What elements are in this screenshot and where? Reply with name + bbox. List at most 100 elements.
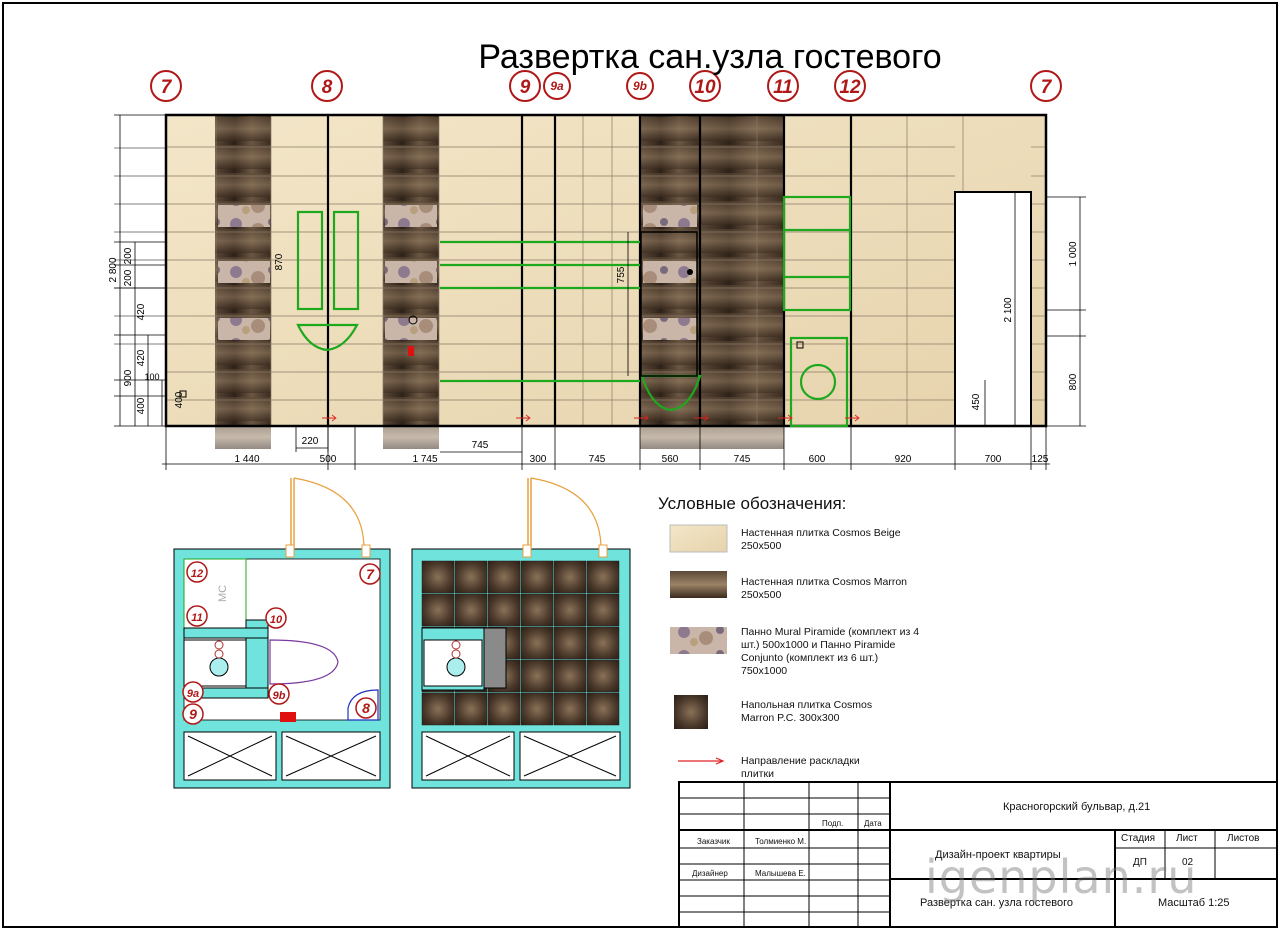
beige-wall-tiles xyxy=(166,115,1046,426)
tb-col-date: Дата xyxy=(864,819,882,828)
svg-text:1 440: 1 440 xyxy=(234,454,259,465)
tb-stage-value: ДП xyxy=(1133,857,1147,868)
mural-panel xyxy=(218,261,270,283)
wall-marker-9b: 9b xyxy=(626,72,654,100)
mural-panel xyxy=(385,205,437,227)
legend-swatch-beige xyxy=(669,524,728,553)
svg-text:755: 755 xyxy=(616,266,627,283)
plan-marker-7: 7 xyxy=(359,563,381,585)
tb-sheets-label: Листов xyxy=(1227,833,1260,844)
washing-machine xyxy=(789,336,849,428)
legend-swatch-floor xyxy=(674,695,708,729)
svg-text:200: 200 xyxy=(123,269,134,286)
door-opening xyxy=(954,191,1032,427)
mural-panel xyxy=(643,318,697,340)
svg-text:420: 420 xyxy=(136,303,147,320)
svg-text:500: 500 xyxy=(320,454,337,465)
svg-text:560: 560 xyxy=(662,454,679,465)
plan-marker-9b: 9b xyxy=(268,683,290,705)
plan-marker-9: 9 xyxy=(182,703,204,725)
svg-text:9a: 9a xyxy=(187,688,199,700)
plan-marker-12: 12 xyxy=(186,561,208,583)
wall-elevation xyxy=(164,113,1048,449)
svg-text:900: 900 xyxy=(123,369,134,386)
plumbing-fixtures xyxy=(296,195,852,428)
tb-drawing-name: Развертка сан. узла гостевого xyxy=(920,897,1073,909)
svg-text:11: 11 xyxy=(773,77,793,98)
svg-text:8: 8 xyxy=(362,700,370,716)
wall-marker-8: 8 xyxy=(311,70,343,102)
wall-marker-10: 10 xyxy=(689,70,721,102)
tb-stage-label: Стадия xyxy=(1121,833,1156,844)
svg-text:220: 220 xyxy=(302,436,319,447)
title-block xyxy=(678,781,1278,928)
shelf-unit xyxy=(782,195,852,312)
mural-panel xyxy=(643,261,697,283)
svg-text:1 745: 1 745 xyxy=(412,454,437,465)
wall-marker-7: 7 xyxy=(1030,70,1062,102)
plan-marker-11: 11 xyxy=(186,605,208,627)
svg-text:920: 920 xyxy=(895,454,912,465)
plan-marker-10: 10 xyxy=(265,607,287,629)
legend-item-floor: Напольная плитка Cosmos Marron P.C. 300x… xyxy=(741,699,873,724)
valve-mark xyxy=(408,346,414,356)
legend-item-arrow: Направление раскладки плитки xyxy=(741,755,860,780)
tb-designer-name: Малышева Е. xyxy=(755,869,806,878)
svg-text:745: 745 xyxy=(589,454,606,465)
tb-project: Дизайн-проект квартиры xyxy=(935,849,1061,861)
wall-marker-12: 12 xyxy=(834,70,866,102)
mural-panel xyxy=(218,318,270,340)
wall-marker-9a: 9a xyxy=(543,72,571,100)
tb-customer-name: Толмиенко М. xyxy=(755,837,807,846)
svg-text:200: 200 xyxy=(123,247,134,264)
svg-text:600: 600 xyxy=(809,454,826,465)
svg-text:400: 400 xyxy=(174,391,185,408)
svg-text:100: 100 xyxy=(144,372,159,382)
legend-title: Условные обозначения: xyxy=(658,494,847,513)
legend-item-marron: Настенная плитка Cosmos Marron 250x500 xyxy=(741,576,907,601)
legend-swatches xyxy=(669,524,728,765)
legend-item-beige: Настенная плитка Cosmos Beige 250x500 xyxy=(741,527,901,552)
svg-text:10: 10 xyxy=(270,614,283,626)
svg-text:12: 12 xyxy=(839,77,861,98)
wall-marker-7: 7 xyxy=(150,70,182,102)
svg-text:7: 7 xyxy=(1041,77,1053,98)
svg-text:9a: 9a xyxy=(550,79,564,93)
svg-text:7: 7 xyxy=(161,77,173,98)
svg-text:450: 450 xyxy=(971,393,982,410)
legend-item-panel: Панно Mural Piramide (комплект из 4 шт.)… xyxy=(741,626,920,677)
svg-text:9: 9 xyxy=(520,77,531,98)
drawing-title: Развертка сан.узла гостевого xyxy=(478,38,942,76)
wc-label: МС xyxy=(217,585,229,602)
svg-text:745: 745 xyxy=(734,454,751,465)
legend-swatch-panel xyxy=(670,627,727,654)
tb-address: Красногорский бульвар, д.21 xyxy=(1003,801,1151,813)
svg-text:9b: 9b xyxy=(633,79,647,93)
svg-text:1 000: 1 000 xyxy=(1068,241,1079,266)
washbasin-elevation xyxy=(296,323,359,352)
svg-text:870: 870 xyxy=(274,253,285,270)
wall-marker-9: 9 xyxy=(509,70,541,102)
svg-text:700: 700 xyxy=(985,454,1002,465)
floor-plan-fixtures: МС xyxy=(173,477,391,789)
mural-panel xyxy=(218,205,270,227)
svg-text:800: 800 xyxy=(1068,373,1079,390)
legend-swatch-marron xyxy=(670,571,727,598)
svg-text:300: 300 xyxy=(530,454,547,465)
svg-text:12: 12 xyxy=(191,568,203,580)
svg-text:9b: 9b xyxy=(273,690,286,702)
svg-text:8: 8 xyxy=(322,77,333,98)
svg-text:7: 7 xyxy=(366,566,375,582)
toilet-elevation xyxy=(640,374,702,412)
tb-sheet-value: 02 xyxy=(1182,857,1194,868)
mural-panel xyxy=(385,318,437,340)
mirror-right xyxy=(332,210,360,311)
wall-marker-11: 11 xyxy=(767,70,799,102)
plan-marker-8: 8 xyxy=(355,697,377,719)
tb-designer-label: Дизайнер xyxy=(692,869,728,878)
tb-scale: Масштаб 1:25 xyxy=(1158,897,1230,909)
tb-col-sign: Подп. xyxy=(822,819,844,828)
